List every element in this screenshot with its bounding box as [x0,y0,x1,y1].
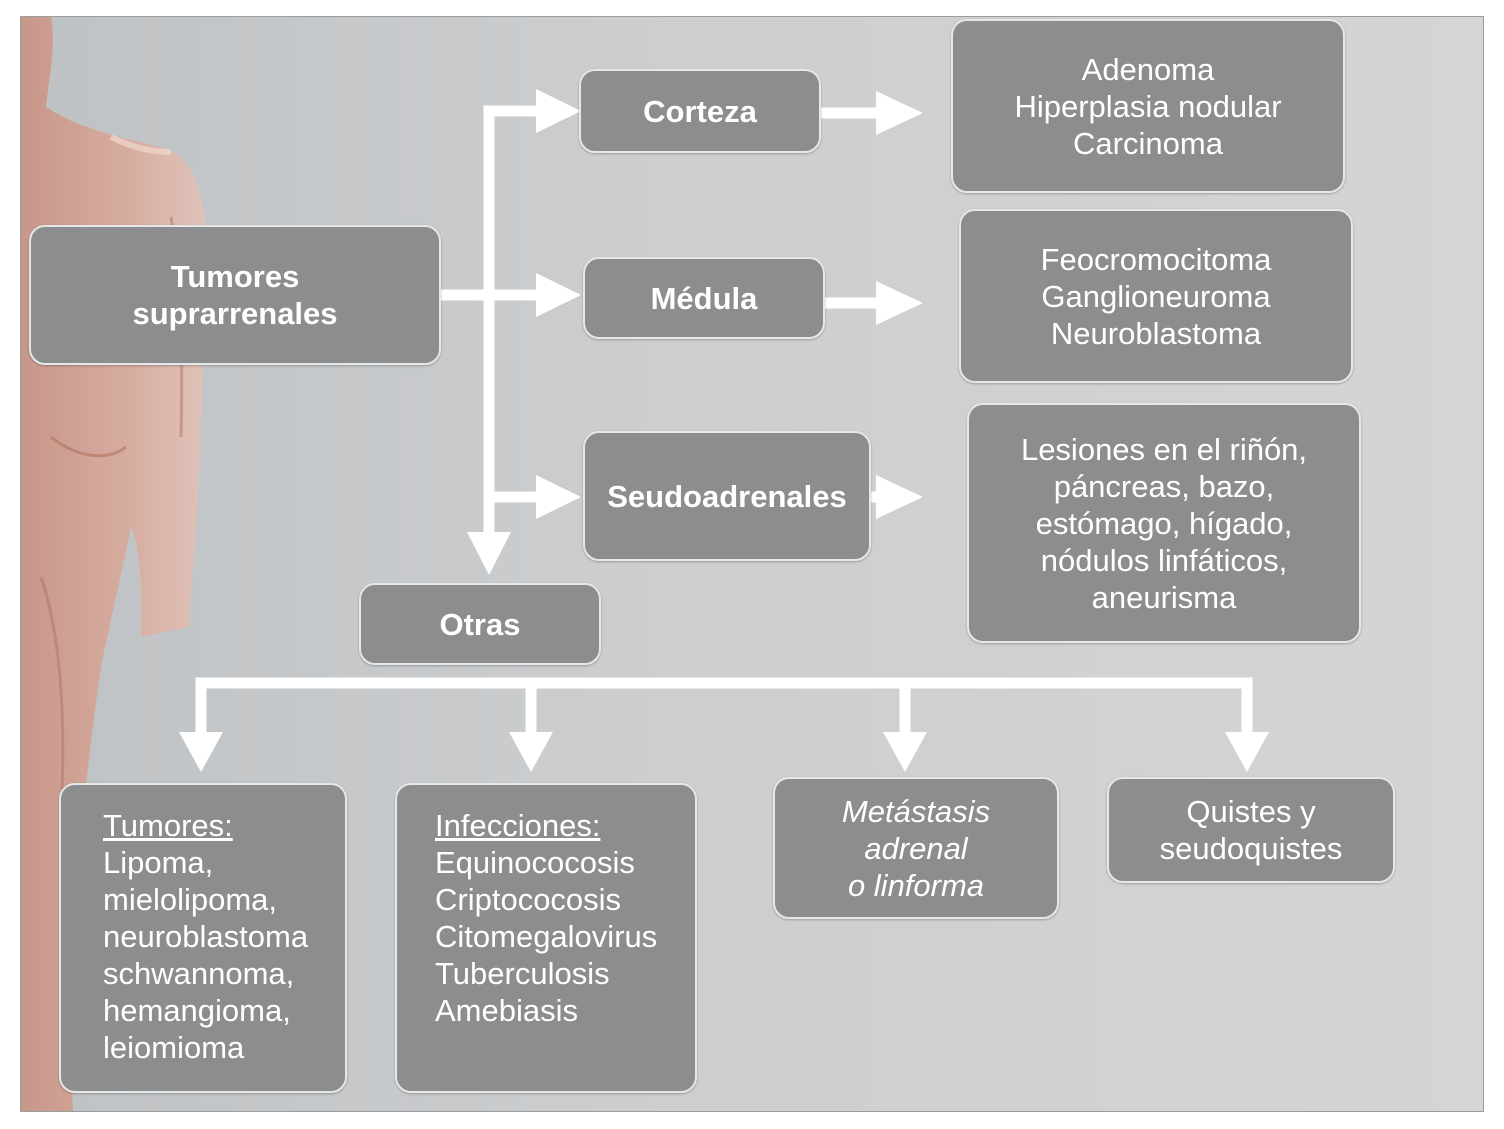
tumores-item: mielolipoma, [103,882,278,917]
tumores-item: leiomioma [103,1030,245,1065]
connector-arrows [179,89,1269,772]
corteza-detail-1: Adenoma [1081,51,1215,87]
seudo-detail-3: estómago, hígado, [1035,505,1293,541]
metastasis-line-3: o linforma [847,867,985,903]
otras-box: Otras [359,583,601,665]
seudo-detail-2: páncreas, bazo, [1053,468,1275,504]
tumores-item: hemangioma, [103,993,291,1028]
otras-label: Otras [439,606,521,642]
corteza-detail-3: Carcinoma [1073,125,1223,161]
infecciones-item: Criptococosis [435,882,622,917]
infecciones-item: Amebiasis [435,993,578,1028]
medula-detail-box: Feocromocitoma Ganglioneuroma Neuroblast… [959,209,1353,383]
tumores-heading: Tumores: [103,808,233,843]
tumores-item: neuroblastoma [103,919,309,954]
quistes-box: Quistes y seudoquistes [1107,777,1395,883]
metastasis-box: Metástasis adrenal o linforma [773,777,1059,919]
root-box: Tumores suprarrenales [29,225,441,365]
medula-box: Médula [583,257,825,339]
corteza-box: Corteza [579,69,821,153]
infecciones-item: Equinococosis [435,845,635,880]
seudo-detail-1: Lesiones en el riñón, [1020,431,1308,467]
medula-detail-1: Feocromocitoma [1040,241,1272,277]
tumores-box: Tumores: Lipoma, mielolipoma, neuroblast… [59,783,347,1093]
infecciones-item: Citomegalovirus [435,919,658,954]
seudo-detail-5: aneurisma [1091,579,1237,615]
infecciones-item: Tuberculosis [435,956,610,991]
arrow-head [536,89,581,133]
tumores-item: schwannoma, [103,956,295,991]
medula-detail-2: Ganglioneuroma [1041,278,1271,314]
seudo-box: Seudoadrenales [583,431,871,561]
seudo-detail-4: nódulos linfáticos, [1040,542,1288,578]
seudo-detail-box: Lesiones en el riñón, páncreas, bazo, es… [967,403,1361,643]
diagram-canvas: Tumores suprarrenales Corteza Médula Seu… [20,16,1484,1112]
corteza-label: Corteza [643,93,757,129]
root-line-2: suprarrenales [132,296,338,331]
tumores-item: Lipoma, [103,845,214,880]
medula-detail-3: Neuroblastoma [1050,315,1262,351]
root-line-1: Tumores [170,259,300,294]
corteza-detail-2: Hiperplasia nodular [1014,88,1282,124]
quistes-line-2: seudoquistes [1159,831,1343,866]
medula-label: Médula [650,280,758,316]
trunk-line [483,105,571,542]
quistes-line-1: Quistes y [1186,794,1316,829]
metastasis-line-1: Metástasis [841,793,991,829]
metastasis-line-2: adrenal [864,830,968,866]
infecciones-box: Infecciones: Equinococosis Criptococosis… [395,783,697,1093]
corteza-detail-box: Adenoma Hiperplasia nodular Carcinoma [951,19,1345,193]
infecciones-heading: Infecciones: [435,808,601,843]
seudo-label: Seudoadrenales [607,478,847,514]
